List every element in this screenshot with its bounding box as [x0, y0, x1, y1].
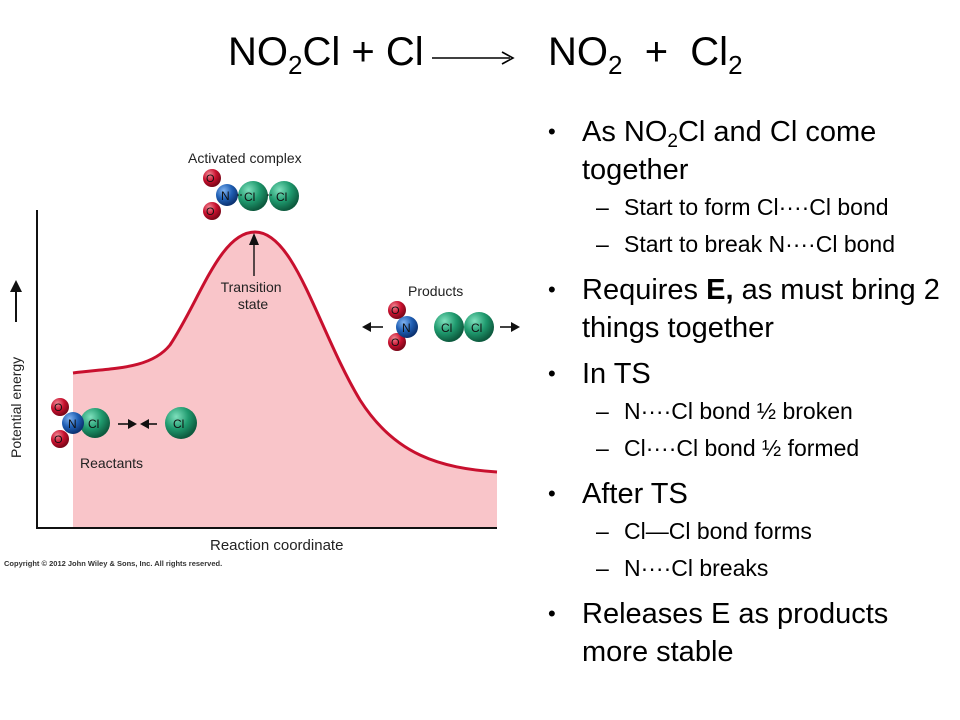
bullet-releases-energy: Releases E as products more stable [548, 595, 948, 671]
bullet-in-ts: In TS N····Cl bond ½ broken Cl····Cl bon… [548, 355, 948, 467]
activated-complex-label: Activated complex [188, 150, 302, 166]
reactants-formula: NO2Cl + Cl [228, 30, 424, 80]
products-right-arrow-icon [500, 322, 520, 332]
products-label: Products [408, 283, 463, 299]
svg-text:Cl: Cl [441, 321, 452, 335]
sub-bullet: Cl—Cl bond forms [582, 513, 948, 550]
reaction-arrow-icon [432, 51, 515, 65]
reactants-right-arrow-icon [118, 419, 137, 429]
sub-bullet: N····Cl breaks [582, 550, 948, 587]
svg-text:Cl: Cl [276, 190, 287, 204]
explanation-list: As NO2Cl and Cl come together Start to f… [548, 113, 948, 671]
reaction-equation: NO2Cl + Cl NO2 + Cl2 [0, 30, 960, 90]
energy-area [73, 232, 497, 528]
activated-complex-molecule: O O N Cl Cl [203, 169, 299, 220]
svg-text:O: O [54, 434, 63, 446]
svg-text:Cl: Cl [88, 417, 99, 431]
reactants-no2cl-molecule: O O N Cl [51, 398, 110, 448]
bullet-requires-energy: Requires E, as must bring 2 things toget… [548, 271, 948, 347]
products-cl2-molecule: Cl Cl [434, 312, 494, 342]
energy-curve [72, 230, 498, 474]
reactants-label: Reactants [80, 455, 143, 471]
svg-text:O: O [54, 402, 63, 414]
svg-text:Cl: Cl [173, 417, 184, 431]
bullet-after-ts: After TS Cl—Cl bond forms N····Cl breaks [548, 475, 948, 587]
bullet-come-together: As NO2Cl and Cl come together Start to f… [548, 113, 948, 263]
sub-bullet: Start to form Cl····Cl bond [582, 189, 948, 226]
svg-text:O: O [391, 305, 400, 317]
reactants-cl-atom: Cl [165, 407, 197, 439]
reactants-left-arrow-icon [140, 419, 157, 429]
products-formula: NO2 + Cl2 [548, 30, 743, 80]
svg-text:N: N [402, 321, 411, 335]
sub-bullet: N····Cl bond ½ broken [582, 393, 948, 430]
transition-state-label: Transition state [221, 279, 286, 312]
sub-bullet: Cl····Cl bond ½ formed [582, 430, 948, 467]
svg-text:O: O [206, 173, 215, 185]
products-left-arrow-icon [362, 322, 383, 332]
svg-text:N: N [68, 417, 77, 431]
svg-text:Cl: Cl [244, 190, 255, 204]
svg-text:O: O [391, 337, 400, 349]
products-no2-molecule: O O N [388, 301, 418, 351]
svg-text:Cl: Cl [471, 321, 482, 335]
svg-text:N: N [221, 189, 230, 203]
copyright-notice: Copyright © 2012 John Wiley & Sons, Inc.… [4, 559, 223, 568]
energy-diagram: Potential energy Reaction coordinate Act… [8, 150, 520, 554]
sub-bullet: Start to break N····Cl bond [582, 226, 948, 263]
svg-text:O: O [206, 206, 215, 218]
x-axis-label: Reaction coordinate [210, 537, 343, 554]
transition-state-arrow-icon [249, 233, 259, 276]
y-axis-arrow-icon [10, 280, 22, 322]
y-axis-label: Potential energy [8, 357, 24, 458]
